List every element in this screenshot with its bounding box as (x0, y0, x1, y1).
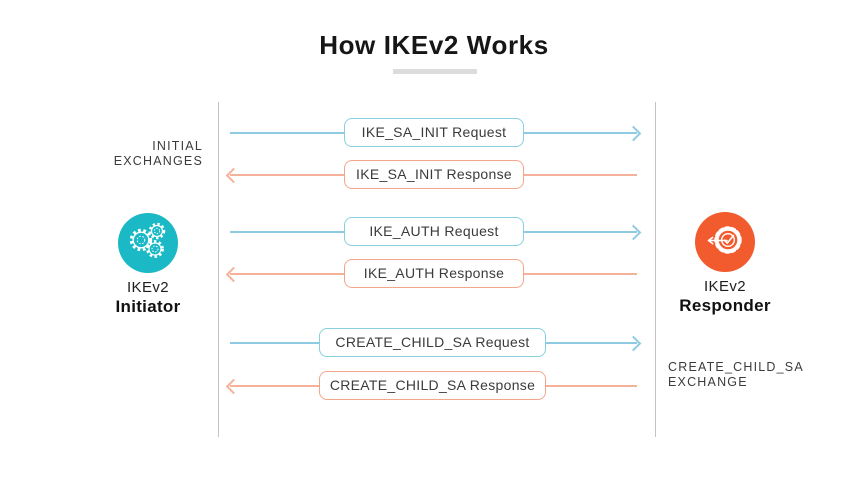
responder-lifeline (655, 102, 656, 437)
responder-protocol-label: IKEv2 (703, 278, 747, 295)
create-child-sa-exchange-label: CREATE_CHILD_SA EXCHANGE (668, 360, 858, 390)
initial-exchanges-label-line1: INITIAL (152, 139, 203, 153)
arrowhead-right-icon (625, 335, 642, 352)
responder-node: IKEv2 Responder (665, 212, 785, 316)
message-box: IKE_SA_INIT Response (344, 160, 524, 189)
title-underline (393, 69, 477, 74)
message-box: IKE_AUTH Request (344, 217, 524, 246)
initial-exchanges-label: INITIAL EXCHANGES (60, 139, 203, 169)
create-child-sa-exchange-label-line2: EXCHANGE (668, 375, 748, 389)
gear-check-arrow-icon (695, 212, 755, 272)
create-child-sa-exchange-label-line1: CREATE_CHILD_SA (668, 360, 804, 374)
initial-exchanges-label-line2: EXCHANGES (113, 154, 203, 168)
arrowhead-left-icon (225, 266, 242, 283)
initiator-node: IKEv2 Initiator (88, 213, 208, 317)
initiator-role-label: Initiator (115, 297, 181, 316)
message-box: IKE_AUTH Response (344, 259, 524, 288)
responder-role-label: Responder (679, 296, 771, 315)
page-title: How IKEv2 Works (319, 30, 549, 60)
arrowhead-right-icon (625, 224, 642, 241)
gears-icon (118, 213, 178, 273)
message-box: CREATE_CHILD_SA Request (319, 328, 546, 357)
message-row-ike-auth-response: IKE_AUTH Response (0, 259, 868, 289)
message-row-create-child-sa-response: CREATE_CHILD_SA Response (0, 371, 868, 401)
message-box: CREATE_CHILD_SA Response (319, 371, 546, 400)
message-box: IKE_SA_INIT Request (344, 118, 524, 147)
message-row-ike-auth-request: IKE_AUTH Request (0, 217, 868, 247)
initiator-protocol-label: IKEv2 (126, 279, 170, 296)
arrowhead-right-icon (625, 125, 642, 142)
message-row-ike-sa-init-request: IKE_SA_INIT Request (0, 118, 868, 148)
arrowhead-left-icon (225, 167, 242, 184)
message-row-ike-sa-init-response: IKE_SA_INIT Response (0, 160, 868, 190)
arrowhead-left-icon (225, 378, 242, 395)
initiator-lifeline (218, 102, 219, 437)
message-row-create-child-sa-request: CREATE_CHILD_SA Request (0, 328, 868, 358)
